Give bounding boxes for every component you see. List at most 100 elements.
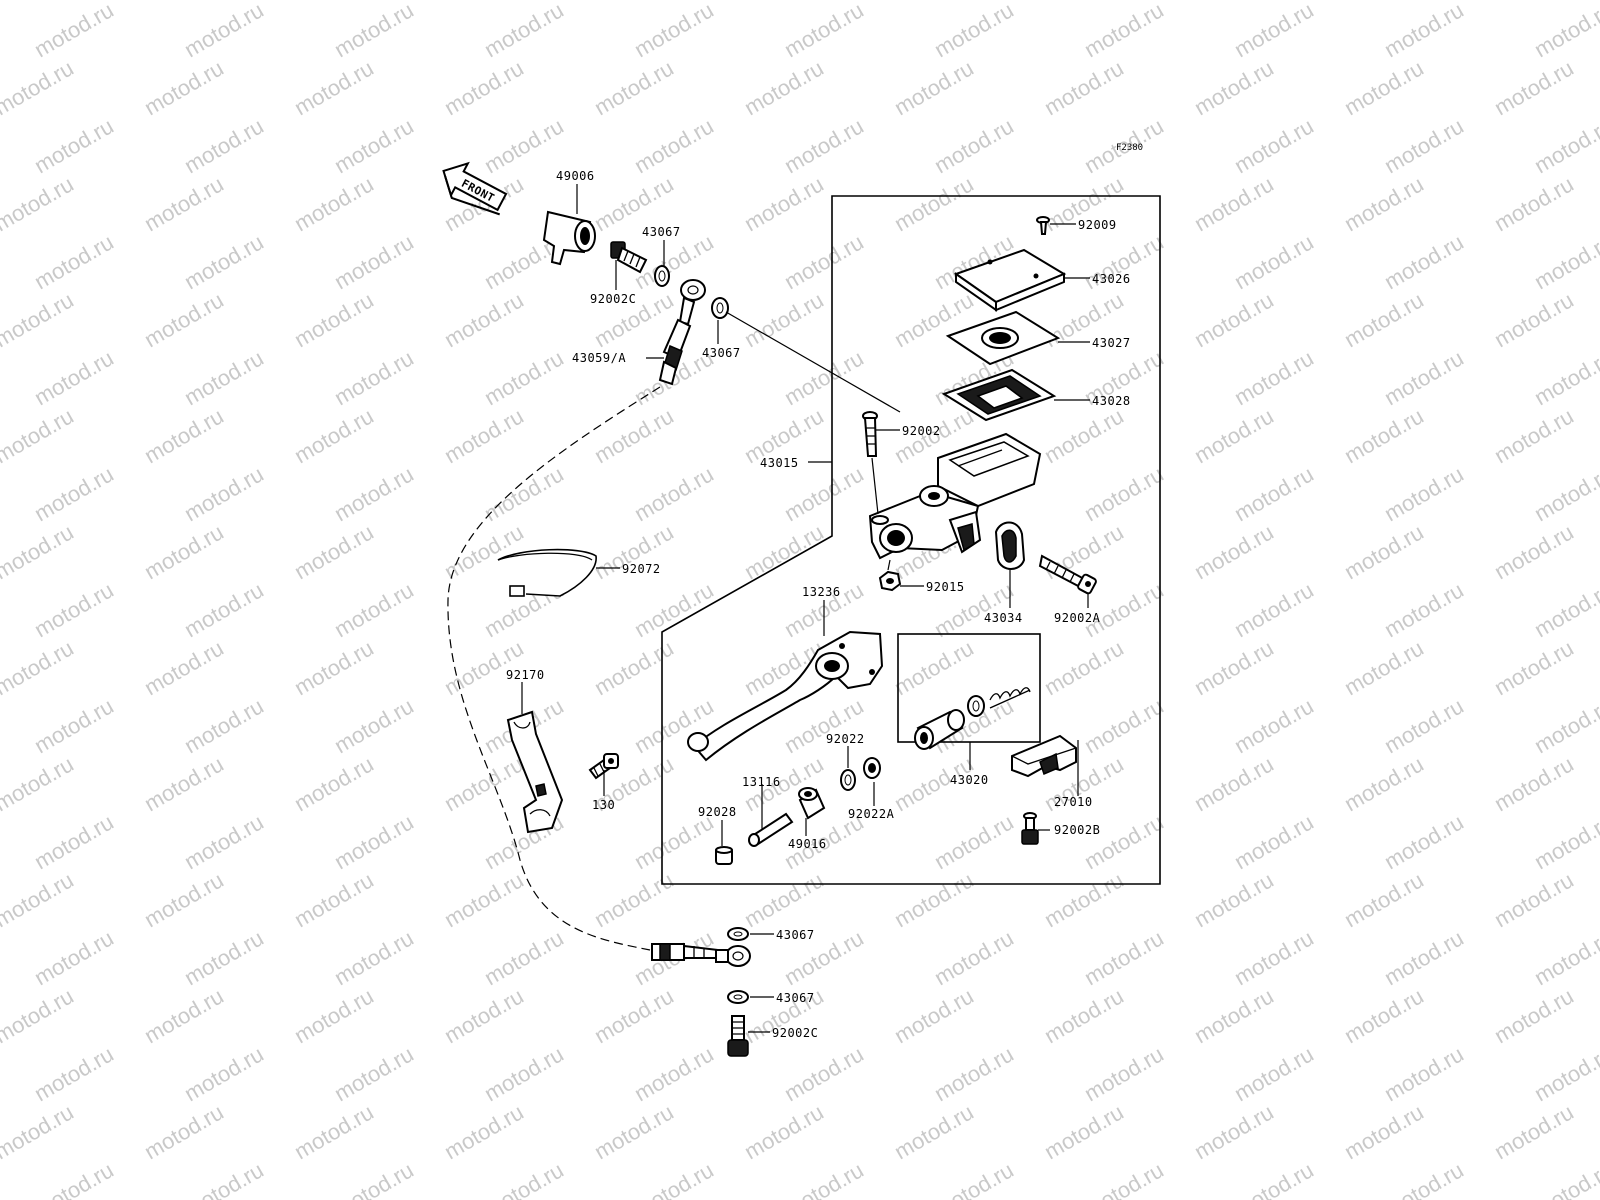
watermark-text: motod.ru <box>480 925 568 990</box>
bolt-92002A <box>1038 554 1097 595</box>
watermark-text: motod.ru <box>780 1157 868 1200</box>
watermark-text: motod.ru <box>740 55 828 120</box>
callout-43067-low2: 43067 <box>776 991 815 1005</box>
watermark-text: motod.ru <box>1530 577 1600 642</box>
watermark-text: motod.ru <box>140 287 228 352</box>
callout-92009: 92009 <box>1078 218 1117 232</box>
watermark-text: motod.ru <box>0 1099 78 1164</box>
watermark-text: motod.ru <box>1080 925 1168 990</box>
watermark-text: motod.ru <box>140 983 228 1048</box>
watermark-text: motod.ru <box>330 229 418 294</box>
watermark-text: motod.ru <box>1380 693 1468 758</box>
watermark-text: motod.ru <box>30 693 118 758</box>
watermark-text: motod.ru <box>1530 693 1600 758</box>
watermark-text: motod.ru <box>1380 809 1468 874</box>
nut-92015 <box>878 559 902 592</box>
watermark-text: motod.ru <box>1040 403 1128 468</box>
watermark-text: motod.ru <box>1530 113 1600 178</box>
watermark-text: motod.ru <box>30 577 118 642</box>
watermark-text: motod.ru <box>180 0 268 62</box>
watermark-text: motod.ru <box>1340 983 1428 1048</box>
watermark-text: motod.ru <box>890 0 978 4</box>
callout-43034: 43034 <box>984 611 1023 625</box>
watermark-text: motod.ru <box>1040 983 1128 1048</box>
watermark-text: motod.ru <box>1340 403 1428 468</box>
watermark-text: motod.ru <box>330 0 418 62</box>
callout-43015: 43015 <box>760 456 799 470</box>
watermark-text: motod.ru <box>480 0 568 62</box>
watermark-text: motod.ru <box>590 55 678 120</box>
callout-92072: 92072 <box>622 562 661 576</box>
watermark-text: motod.ru <box>630 1041 718 1106</box>
hose-clamp-92170 <box>506 710 564 834</box>
watermark-text: motod.ru <box>740 287 828 352</box>
watermark-text: motod.ru <box>480 461 568 526</box>
watermark-text: motod.ru <box>1340 519 1428 584</box>
watermark-text: motod.ru <box>180 229 268 294</box>
watermark-text: motod.ru <box>330 461 418 526</box>
watermark-text: motod.ru <box>1230 461 1318 526</box>
watermark-text: motod.ru <box>1490 519 1578 584</box>
watermark-text: motod.ru <box>30 345 118 410</box>
clutch-master-cylinder-43015 <box>868 432 1042 560</box>
watermark-text: motod.ru <box>180 345 268 410</box>
callout-92170: 92170 <box>506 668 545 682</box>
watermark-text: motod.ru <box>1530 0 1600 62</box>
callout-43059A: 43059/A <box>572 351 626 365</box>
watermark-text: motod.ru <box>330 693 418 758</box>
watermark-text: motod.ru <box>1190 1099 1278 1164</box>
watermark-text: motod.ru <box>140 0 228 4</box>
watermark-text: motod.ru <box>480 1157 568 1200</box>
callout-92015: 92015 <box>926 580 965 594</box>
watermark-text: motod.ru <box>590 983 678 1048</box>
watermark-text: motod.ru <box>480 345 568 410</box>
watermark-text: motod.ru <box>1190 0 1278 4</box>
banjo-bolt-92002C-top <box>610 241 648 274</box>
watermark-text: motod.ru <box>0 0 78 4</box>
watermark-text: motod.ru <box>1190 55 1278 120</box>
master-cylinder-group-box <box>661 195 1161 885</box>
watermark-text: motod.ru <box>890 635 978 700</box>
reservoir-cap-43026 <box>953 248 1067 312</box>
watermark-text: motod.ru <box>1190 635 1278 700</box>
watermark-text: motod.ru <box>140 171 228 236</box>
watermark-text: motod.ru <box>140 55 228 120</box>
watermark-text: motod.ru <box>780 345 868 410</box>
watermark-text: motod.ru <box>780 229 868 294</box>
watermark-text: motod.ru <box>590 0 678 4</box>
watermark-text: motod.ru <box>140 1099 228 1164</box>
front-arrow-icon: FRONT <box>442 161 508 216</box>
watermark-text: motod.ru <box>30 809 118 874</box>
callout-13116: 13116 <box>742 775 781 789</box>
watermark-text: motod.ru <box>440 55 528 120</box>
watermark-text: motod.ru <box>330 1041 418 1106</box>
pin-13116 <box>748 812 794 847</box>
washer-43067-mid <box>711 297 729 319</box>
watermark-text: motod.ru <box>140 635 228 700</box>
watermark-text: motod.ru <box>930 925 1018 990</box>
watermark-text: motod.ru <box>30 1157 118 1200</box>
watermark-text: motod.ru <box>1490 983 1578 1048</box>
watermark-text: motod.ru <box>1380 925 1468 990</box>
watermark-text: motod.ru <box>630 461 718 526</box>
watermark-text: motod.ru <box>1490 287 1578 352</box>
watermark-text: motod.ru <box>1080 0 1168 62</box>
watermark-text: motod.ru <box>0 55 78 120</box>
figure-code: F2380 <box>1116 143 1143 153</box>
watermark-text: motod.ru <box>480 113 568 178</box>
watermark-text: motod.ru <box>740 1099 828 1164</box>
watermark-text: motod.ru <box>890 983 978 1048</box>
watermark-text: motod.ru <box>0 983 78 1048</box>
screw-92002 <box>862 411 879 515</box>
watermark-text: motod.ru <box>1490 403 1578 468</box>
watermark-text: motod.ru <box>30 925 118 990</box>
watermark-text: motod.ru <box>180 1041 268 1106</box>
watermark-text: motod.ru <box>1490 751 1578 816</box>
clamp-43034 <box>994 521 1026 570</box>
callout-92002: 92002 <box>902 424 941 438</box>
watermark-text: motod.ru <box>1040 55 1128 120</box>
callout-43067-top: 43067 <box>642 225 681 239</box>
watermark-text: motod.ru <box>740 0 828 4</box>
